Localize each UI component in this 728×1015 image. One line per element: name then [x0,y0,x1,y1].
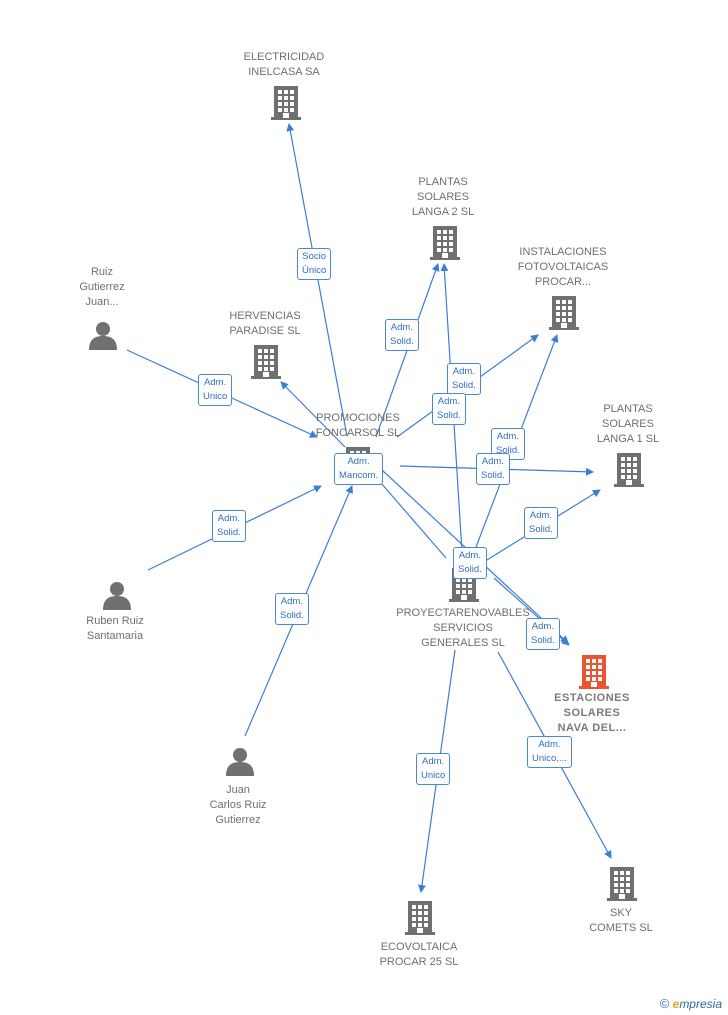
node-ruben-label[interactable]: Ruben Ruiz Santamaria [86,615,144,642]
brand-name: mpresia [679,997,722,1011]
building-icon[interactable] [405,901,435,935]
edge-label-adm-solid[interactable]: Adm. Solid. [447,363,481,395]
edge-label-adm-solid[interactable]: Adm. Solid. [275,593,309,625]
person-icon[interactable] [226,748,254,776]
node-sky-label[interactable]: SKY COMETS SL [589,907,653,934]
node-plantas1-label[interactable]: PLANTAS SOLARES LANGA 1 SL [596,403,660,445]
building-icon[interactable] [271,86,301,120]
node-instalaciones-label[interactable]: INSTALACIONES FOTOVOLTAICAS PROCAR... [517,246,609,288]
person-icon[interactable] [89,322,117,350]
node-hervencias-label[interactable]: HERVENCIAS PARADISE SL [229,310,301,337]
node-plantas2-label[interactable]: PLANTAS SOLARES LANGA 2 SL [411,176,475,218]
edge-label-adm-solid[interactable]: Adm. Solid. [212,510,246,542]
edge-label-adm-unico[interactable]: Adm. Unico [416,753,451,785]
edge-label-socio-unico[interactable]: Socio Único [297,248,332,280]
edge-promociones-hervencias [280,381,346,448]
building-icon[interactable] [579,655,609,689]
building-icon[interactable] [251,345,281,379]
copyright-icon: © [659,996,670,1011]
edge-label-adm-unico[interactable]: Adm. Unico [198,374,233,406]
node-ruiz-label[interactable]: Ruiz Gutierrez Juan... [79,266,125,308]
person-icon[interactable] [103,582,131,610]
edge-label-adm-unico[interactable]: Adm. Unico,... [527,736,572,768]
edge-label-adm-mancom[interactable]: Adm. Mancom. [334,453,384,485]
brand-footer[interactable]: © empresia [660,996,722,1011]
edge-label-adm-solid[interactable]: Adm. Solid. [524,507,558,539]
building-icon[interactable] [607,867,637,901]
edge-label-adm-solid[interactable]: Adm. Solid. [526,618,560,650]
node-estaciones-label[interactable]: ESTACIONES SOLARES NAVA DEL... [554,692,630,734]
edge-label-adm-solid[interactable]: Adm. Solid. [453,547,487,579]
node-electricidad-label[interactable]: ELECTRICIDAD INELCASA SA [243,51,325,78]
edge-label-adm-solid[interactable]: Adm. Solid. [432,393,466,425]
building-icon[interactable] [614,453,644,487]
node-proyecta-label[interactable]: PROYECTARENOVABLES SERVICIOS GENERALES S… [396,607,530,649]
node-promociones-label[interactable]: PROMOCIONES FONCARSOL SL [315,412,401,439]
building-icon[interactable] [430,226,460,260]
node-ecovoltaica-label[interactable]: ECOVOLTAICA PROCAR 25 SL [379,941,459,968]
edge-label-adm-solid[interactable]: Adm. Solid. [385,319,419,351]
node-juan-label[interactable]: Juan Carlos Ruiz Gutierrez [209,784,267,826]
building-icon[interactable] [549,296,579,330]
brand-initial: e [672,997,680,1011]
edge-label-adm-solid[interactable]: Adm. Solid. [476,453,510,485]
edge-promociones-electricidad [286,123,348,437]
